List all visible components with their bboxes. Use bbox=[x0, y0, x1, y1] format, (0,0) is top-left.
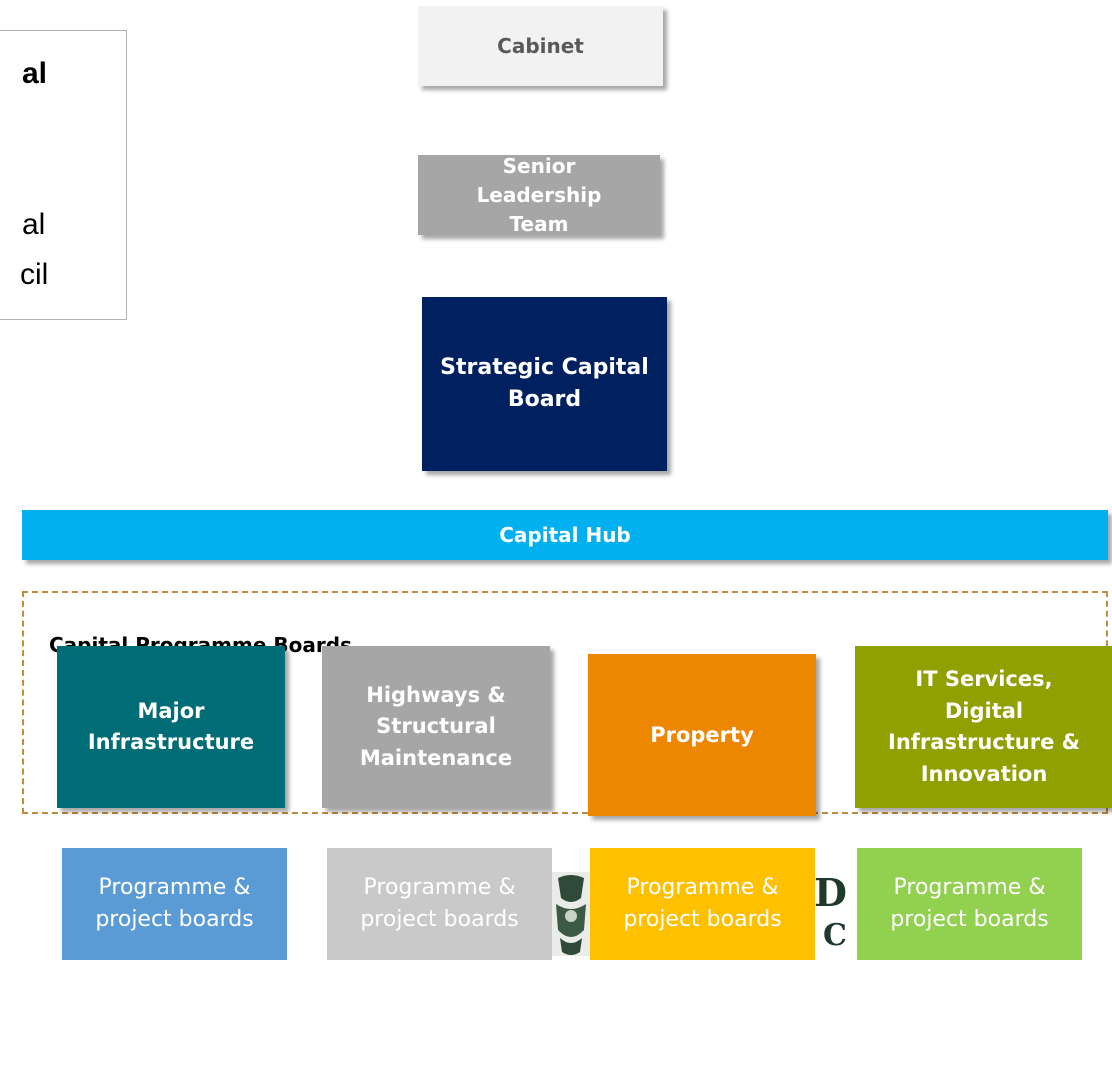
programme-board-label: Property bbox=[650, 723, 754, 747]
project-board-label: Programme & project boards bbox=[623, 875, 782, 932]
project-board-1: Programme & project boards bbox=[62, 848, 287, 960]
project-board-3: Programme & project boards bbox=[590, 848, 815, 960]
project-board-label: Programme & project boards bbox=[360, 875, 519, 932]
project-board-label: Programme & project boards bbox=[890, 875, 1049, 932]
project-board-4: Programme & project boards bbox=[857, 848, 1082, 960]
side-panel-text-fragment-1: al bbox=[22, 208, 46, 241]
slt-label: Senior Leadership Team bbox=[476, 153, 602, 236]
cabinet-box: Cabinet bbox=[418, 6, 663, 86]
strategic-capital-board-box: Strategic Capital Board bbox=[422, 297, 667, 471]
logo-text-fragment-2: C bbox=[823, 918, 847, 953]
logo-text-fragment-1: D bbox=[814, 870, 847, 915]
side-panel-title-fragment: al bbox=[22, 57, 48, 90]
council-crest-icon bbox=[552, 872, 590, 956]
programme-board-property: Property bbox=[588, 654, 816, 816]
programme-board-it-services: IT Services, Digital Infrastructure & In… bbox=[855, 646, 1112, 808]
programme-board-label: Highways & Structural Maintenance bbox=[359, 682, 513, 770]
project-board-2: Programme & project boards bbox=[327, 848, 552, 960]
side-panel-text-fragment-2: cil bbox=[20, 258, 49, 291]
programme-board-highways: Highways & Structural Maintenance bbox=[322, 646, 550, 808]
programme-board-label: Major Infrastructure bbox=[87, 698, 255, 755]
scb-label: Strategic Capital Board bbox=[440, 355, 649, 412]
senior-leadership-team-box: Senior Leadership Team bbox=[418, 154, 660, 236]
project-board-label: Programme & project boards bbox=[95, 875, 254, 932]
programme-board-major-infrastructure: Major Infrastructure bbox=[57, 646, 285, 808]
side-panel bbox=[0, 30, 127, 320]
programme-board-label: IT Services, Digital Infrastructure & In… bbox=[888, 667, 1080, 786]
capital-hub-bar: Capital Hub bbox=[22, 510, 1108, 560]
